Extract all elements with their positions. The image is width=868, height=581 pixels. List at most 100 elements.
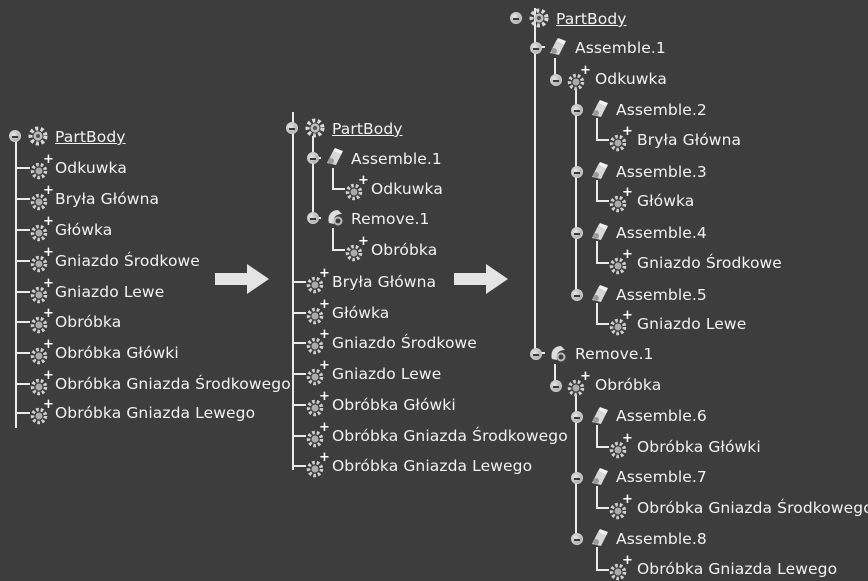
body-item[interactable]: Obróbka Gniazda Lewego xyxy=(637,560,838,578)
body-item[interactable]: Odkuwka xyxy=(371,180,443,198)
collapse-node[interactable] xyxy=(510,12,522,24)
body-item[interactable]: Obróbka Gniazda Środkowego xyxy=(55,375,291,393)
plus-icon: + xyxy=(319,327,330,342)
assemble-icon xyxy=(588,160,610,182)
assemble-label[interactable]: Assemble.5 xyxy=(616,286,707,304)
body-item[interactable]: Bryła Główna xyxy=(637,131,742,149)
assemble-icon xyxy=(588,405,610,427)
collapse-node[interactable] xyxy=(550,380,562,392)
assemble-icon xyxy=(588,221,610,243)
plus-icon: + xyxy=(43,245,54,260)
body-gear-icon xyxy=(609,314,631,336)
body-gear-icon xyxy=(609,191,631,213)
plus-icon: + xyxy=(43,183,54,198)
plus-icon: + xyxy=(319,450,330,465)
assemble-label[interactable]: Assemble.7 xyxy=(616,468,707,486)
assemble-label[interactable]: Assemble.1 xyxy=(351,150,442,168)
remove-icon xyxy=(546,342,568,364)
plus-icon: + xyxy=(622,553,633,568)
body-item[interactable]: Gniazdo Środkowe xyxy=(332,334,477,352)
body-gear-icon xyxy=(30,251,52,273)
collapse-node[interactable] xyxy=(550,74,562,86)
body-gear-icon xyxy=(30,282,52,304)
body-item[interactable]: Główka xyxy=(637,192,695,210)
assemble-icon xyxy=(588,283,610,305)
collapse-node[interactable] xyxy=(571,411,583,423)
collapse-node[interactable] xyxy=(571,289,583,301)
body-item[interactable]: Obróbka Główki xyxy=(332,396,456,414)
remove-label[interactable]: Remove.1 xyxy=(351,210,430,228)
part-body-gear-icon xyxy=(304,117,326,139)
collapse-node[interactable] xyxy=(571,166,583,178)
body-item[interactable]: Gniazdo Środkowe xyxy=(637,254,782,272)
plus-icon: + xyxy=(43,337,54,352)
collapse-node[interactable] xyxy=(571,104,583,116)
collapse-node[interactable] xyxy=(9,130,21,142)
body-item[interactable]: Gniazdo Lewe xyxy=(637,315,747,333)
plus-icon: + xyxy=(358,173,369,188)
body-item[interactable]: Obróbka Gniazda Środkowego xyxy=(637,499,868,517)
body-gear-icon xyxy=(30,374,52,396)
body-item[interactable]: Obróbka xyxy=(55,313,122,331)
collapse-node[interactable] xyxy=(571,472,583,484)
assemble-label[interactable]: Assemble.2 xyxy=(616,101,707,119)
collapse-node[interactable] xyxy=(571,227,583,239)
body-gear-icon xyxy=(30,158,52,180)
collapse-node[interactable] xyxy=(307,152,319,164)
body-item[interactable]: Obróbka xyxy=(595,376,662,394)
body-gear-icon xyxy=(567,375,589,397)
part-body-label[interactable]: PartBody xyxy=(55,128,126,146)
body-item[interactable]: Obróbka Gniazda Lewego xyxy=(55,404,256,422)
body-item[interactable]: Bryła Główna xyxy=(332,273,437,291)
body-item[interactable]: Obróbka xyxy=(371,241,438,259)
assemble-label[interactable]: Assemble.1 xyxy=(575,39,666,57)
plus-icon: + xyxy=(622,124,633,139)
part-body-label[interactable]: PartBody xyxy=(556,10,627,28)
body-item[interactable]: Obróbka Gniazda Środkowego xyxy=(332,427,568,445)
body-item[interactable]: Bryła Główna xyxy=(55,190,160,208)
plus-icon: + xyxy=(622,247,633,262)
body-gear-icon xyxy=(609,498,631,520)
collapse-node[interactable] xyxy=(530,348,542,360)
plus-icon: + xyxy=(43,214,54,229)
part-body-label[interactable]: PartBody xyxy=(332,120,403,138)
plus-icon: + xyxy=(319,266,330,281)
collapse-node[interactable] xyxy=(286,122,298,134)
plus-icon: + xyxy=(43,397,54,412)
body-item[interactable]: Obróbka Gniazda Lewego xyxy=(332,457,533,475)
collapse-node[interactable] xyxy=(530,42,542,54)
body-gear-icon xyxy=(30,343,52,365)
plus-icon: + xyxy=(319,420,330,435)
part-body-gear-icon xyxy=(27,125,49,147)
body-item[interactable]: Odkuwka xyxy=(55,159,127,177)
body-gear-icon xyxy=(306,272,328,294)
body-item[interactable]: Gniazdo Lewe xyxy=(332,365,442,383)
plus-icon: + xyxy=(622,185,633,200)
body-gear-icon xyxy=(345,179,367,201)
body-gear-icon xyxy=(609,253,631,275)
body-gear-icon xyxy=(30,220,52,242)
body-item[interactable]: Główka xyxy=(332,304,390,322)
plus-icon: + xyxy=(319,389,330,404)
body-item[interactable]: Odkuwka xyxy=(595,70,667,88)
assemble-label[interactable]: Assemble.8 xyxy=(616,530,707,548)
collapse-node[interactable] xyxy=(571,533,583,545)
plus-icon: + xyxy=(358,234,369,249)
body-gear-icon xyxy=(567,69,589,91)
body-gear-icon xyxy=(609,559,631,581)
body-item[interactable]: Gniazdo Lewe xyxy=(55,283,165,301)
body-item[interactable]: Główka xyxy=(55,221,113,239)
body-gear-icon xyxy=(30,403,52,425)
body-gear-icon xyxy=(30,312,52,334)
body-gear-icon xyxy=(345,240,367,262)
assemble-label[interactable]: Assemble.3 xyxy=(616,163,707,181)
assemble-label[interactable]: Assemble.6 xyxy=(616,407,707,425)
body-item[interactable]: Gniazdo Środkowe xyxy=(55,252,200,270)
plus-icon: + xyxy=(622,492,633,507)
body-item[interactable]: Obróbka Główki xyxy=(637,438,761,456)
body-gear-icon xyxy=(306,303,328,325)
body-item[interactable]: Obróbka Główki xyxy=(55,344,179,362)
remove-label[interactable]: Remove.1 xyxy=(575,345,654,363)
collapse-node[interactable] xyxy=(307,212,319,224)
assemble-label[interactable]: Assemble.4 xyxy=(616,224,707,242)
